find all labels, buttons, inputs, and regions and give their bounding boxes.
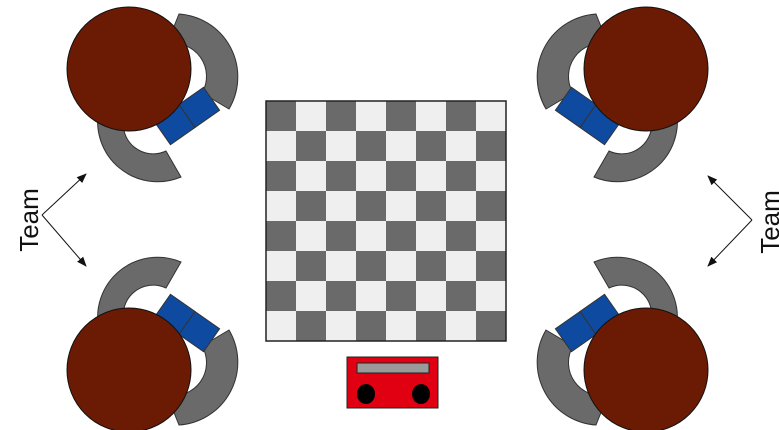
board-square-light: [476, 161, 506, 191]
board-square-light: [326, 191, 356, 221]
player-top-left: [67, 7, 238, 182]
board-square-light: [416, 221, 446, 251]
board-square-dark: [326, 161, 356, 191]
board-square-dark: [476, 131, 506, 161]
board-square-light: [356, 101, 386, 131]
player-top-right: [537, 7, 708, 182]
board-square-dark: [446, 101, 476, 131]
board-square-light: [386, 251, 416, 281]
board-square-dark: [416, 251, 446, 281]
board-square-dark: [446, 161, 476, 191]
board-square-light: [296, 221, 326, 251]
board-square-light: [446, 191, 476, 221]
board-square-light: [326, 251, 356, 281]
board-square-light: [356, 221, 386, 251]
board-square-dark: [356, 131, 386, 161]
board-square-light: [266, 311, 296, 341]
right-team-annotation: Team: [708, 176, 779, 266]
board-square-light: [386, 131, 416, 161]
board-square-dark: [446, 221, 476, 251]
arrow-down-right: [708, 220, 752, 266]
clock-button-right: [412, 384, 430, 404]
board-square-light: [266, 131, 296, 161]
right-team-label: Team: [755, 190, 779, 254]
board-square-light: [386, 311, 416, 341]
board-square-light: [326, 131, 356, 161]
board-square-light: [356, 161, 386, 191]
board-square-dark: [266, 101, 296, 131]
board-square-light: [296, 101, 326, 131]
board-square-dark: [476, 311, 506, 341]
board-square-light: [476, 281, 506, 311]
board-square-light: [266, 191, 296, 221]
player-bottom-right: [537, 257, 708, 430]
board-square-dark: [296, 131, 326, 161]
chess-clock: [347, 357, 438, 408]
board-square-dark: [356, 251, 386, 281]
board-square-light: [416, 161, 446, 191]
left-team-label: Team: [14, 188, 44, 252]
board-square-dark: [476, 191, 506, 221]
board-square-dark: [326, 281, 356, 311]
board-square-light: [446, 131, 476, 161]
board-square-dark: [266, 281, 296, 311]
board-square-dark: [476, 251, 506, 281]
board-square-dark: [416, 131, 446, 161]
board-square-light: [476, 221, 506, 251]
arrow-up-right: [708, 176, 752, 220]
board-square-light: [296, 281, 326, 311]
board-square-light: [446, 251, 476, 281]
board-square-dark: [386, 281, 416, 311]
board-square-dark: [446, 281, 476, 311]
board-square-dark: [356, 191, 386, 221]
clock-button-left: [357, 384, 375, 404]
arrow-up-left: [42, 174, 86, 215]
board-square-dark: [296, 251, 326, 281]
player-bottom-left: [67, 257, 238, 430]
board-square-light: [356, 281, 386, 311]
board-square-dark: [416, 311, 446, 341]
board-square-dark: [266, 161, 296, 191]
clock-display: [357, 363, 429, 373]
board-square-light: [326, 311, 356, 341]
board-square-dark: [266, 221, 296, 251]
board-square-dark: [386, 101, 416, 131]
board-square-dark: [416, 191, 446, 221]
board-square-dark: [296, 311, 326, 341]
arrow-down-left: [42, 215, 86, 266]
board-square-light: [296, 161, 326, 191]
board-square-dark: [386, 161, 416, 191]
left-team-annotation: Team: [14, 174, 86, 266]
board-square-light: [386, 191, 416, 221]
board-square-light: [446, 311, 476, 341]
chessboard: [266, 101, 506, 341]
board-square-dark: [326, 221, 356, 251]
board-square-dark: [296, 191, 326, 221]
board-square-dark: [386, 221, 416, 251]
board-square-dark: [356, 311, 386, 341]
board-square-light: [416, 281, 446, 311]
board-square-light: [416, 101, 446, 131]
board-square-dark: [326, 101, 356, 131]
board-square-light: [476, 101, 506, 131]
board-square-light: [266, 251, 296, 281]
